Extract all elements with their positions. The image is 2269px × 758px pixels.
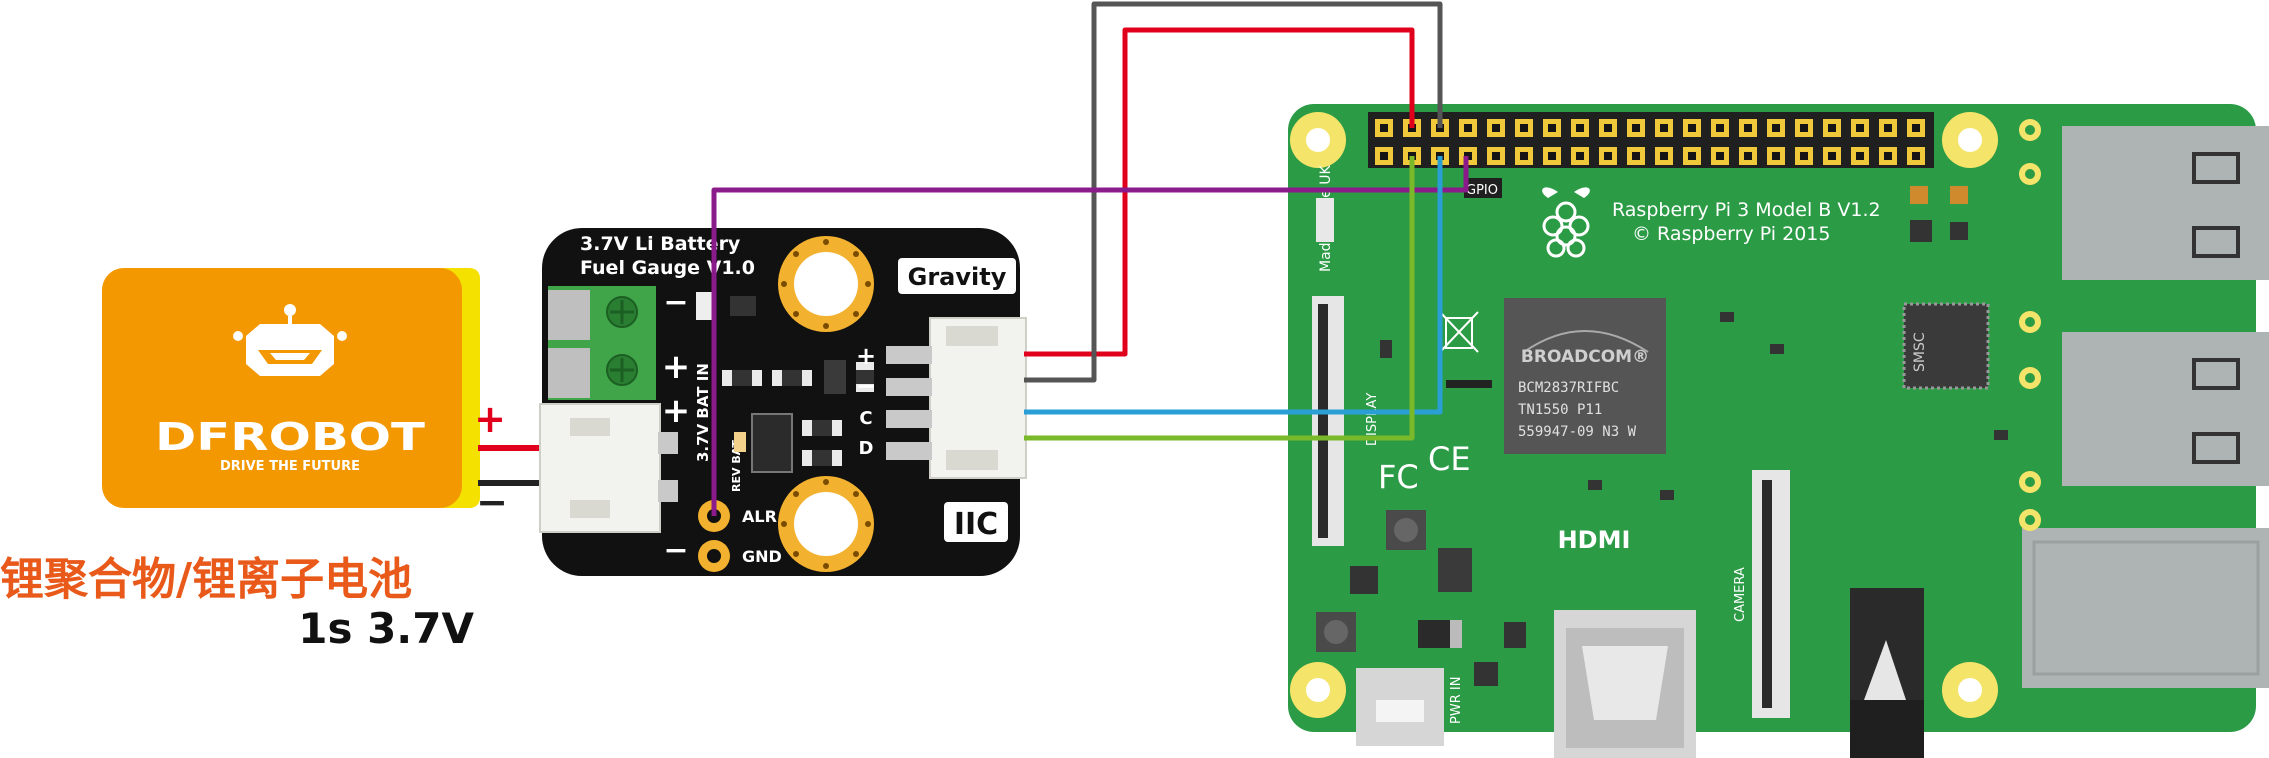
wire-alr-purple	[711, 156, 1469, 516]
gauge-mount-hole-bottom	[778, 476, 874, 572]
usb-chip-brand: SMSC	[1912, 332, 1928, 372]
gnd-pad	[698, 540, 730, 572]
usb-port-2	[2062, 332, 2269, 486]
gravity-connector	[886, 317, 1027, 479]
pi-title-2: © Raspberry Pi 2015	[1632, 223, 1830, 245]
battery-caption-cn: 锂聚合物/锂离子电池	[0, 554, 413, 605]
fc-mark: FC	[1378, 458, 1419, 496]
broadcom-soc: BROADCOM® BCM2837RIFBC TN1550 P11 559947…	[1504, 298, 1666, 454]
rev-bat-label: REV BAT	[730, 440, 743, 492]
pin-minus-label: −	[856, 372, 876, 400]
rev-bat-led	[734, 432, 746, 452]
pi-smd-parts	[1316, 186, 2008, 686]
pin-d-label: D	[859, 438, 874, 459]
display-label: DISPLAY	[1365, 393, 1380, 446]
ethernet-port	[2022, 528, 2269, 688]
pwr-in-label: PWR IN	[1449, 677, 1464, 724]
gauge-mount-hole-top	[778, 236, 874, 332]
dfrobot-logo-icon	[233, 304, 347, 376]
wire-gnd-black	[1024, 1, 1443, 383]
chip-brand: BROADCOM®	[1521, 347, 1649, 367]
gauge-minus-top: −	[663, 285, 688, 320]
weee-bin-icon	[1439, 311, 1479, 353]
chip-line-3: 559947-09 N3 W	[1518, 424, 1637, 440]
gauge-plus-2: +	[662, 391, 691, 431]
battery-pack: DFROBOT DRIVE THE FUTURE	[102, 268, 480, 508]
gauge-title-2: Fuel Gauge V1.0	[580, 257, 755, 279]
gauge-smd-parts	[722, 360, 874, 473]
micro-usb-power-port	[1356, 668, 1444, 746]
pin-plus-label: +	[856, 342, 876, 370]
chip-line-1: BCM2837RIFBC	[1518, 380, 1619, 396]
battery-plus-sign: +	[474, 397, 506, 441]
gravity-tag-bg	[898, 258, 1016, 294]
pi-title-1: Raspberry Pi 3 Model B V1.2	[1612, 199, 1881, 221]
usb-mount-holes	[2019, 119, 2041, 531]
camera-label: CAMERA	[1733, 567, 1748, 622]
battery-brand: DFROBOT	[155, 415, 425, 459]
iic-tag-bg	[944, 502, 1008, 542]
hdmi-port	[1554, 610, 1696, 758]
pi-pcb	[1288, 104, 2256, 732]
audio-jack	[1850, 588, 1924, 758]
battery-slogan: DRIVE THE FUTURE	[220, 459, 360, 474]
usb-port-1	[2062, 126, 2269, 280]
bat-in-label: 3.7V BAT IN	[694, 363, 712, 462]
iic-tag: IIC	[954, 507, 998, 542]
battery-body	[102, 268, 462, 508]
battery-caption-spec: 1s 3.7V	[298, 604, 474, 653]
fuel-gauge-board: 3.7V Li Battery Fuel Gauge V1.0 Gravity …	[539, 228, 1027, 576]
pin-c-label: C	[859, 408, 872, 429]
wire-c-blue	[1024, 156, 1443, 415]
gauge-plus-1: +	[662, 347, 691, 387]
wires	[711, 1, 1469, 516]
wire-vcc-red	[1024, 27, 1415, 357]
chip-line-2: TN1550 P11	[1518, 402, 1602, 418]
smsc-chip: SMSC	[1902, 302, 1990, 390]
gauge-title-1: 3.7V Li Battery	[580, 233, 741, 255]
gpio-label: GPIO	[1466, 183, 1498, 198]
raspberry-pi-board: GPIO Raspberry Pi 3 Model B V1.2 © Raspb…	[1288, 104, 2269, 758]
wire-d-green	[1024, 156, 1415, 441]
gauge-minus-bottom: −	[663, 533, 688, 568]
gpio-header	[1368, 112, 1934, 168]
pi-mount-holes	[1290, 112, 1998, 718]
gnd-label: GND	[742, 547, 782, 566]
hdmi-label: HDMI	[1558, 526, 1631, 554]
alr-label: ALR	[742, 507, 777, 526]
battery-minus-sign: −	[476, 480, 508, 524]
gravity-tag: Gravity	[908, 263, 1007, 291]
raspberry-logo-icon	[1542, 187, 1590, 258]
ce-mark: CE	[1428, 440, 1471, 478]
